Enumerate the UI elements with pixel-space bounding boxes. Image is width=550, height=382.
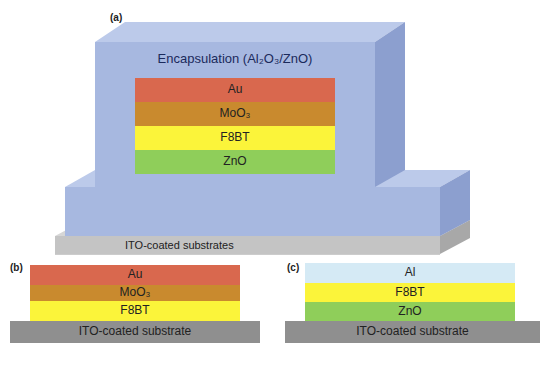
layer-label: MoO₃ <box>220 107 251 120</box>
substrate-slab: ITO-coated substrate <box>10 321 260 343</box>
layer-box: Au <box>135 78 335 102</box>
layer-box: Al <box>305 263 515 283</box>
layer-label: ITO-coated substrates <box>125 239 234 251</box>
layer-label: ZnO <box>223 155 246 168</box>
encapsulation-step-side <box>440 170 470 236</box>
encapsulation-block: Encapsulation (Al₂O₃/ZnO) AuMoO₃ F8BT ZnO <box>95 42 375 187</box>
layer-box: F8BT <box>135 126 335 150</box>
layer-label: Al <box>405 266 416 279</box>
layer-box: F8BT <box>30 301 240 321</box>
layer-label: Au <box>128 268 143 281</box>
layer-label: F8BT <box>220 131 249 144</box>
layer-box: ZnO <box>135 150 335 174</box>
layer-box: F8BT <box>305 283 515 302</box>
layer-box: MoO₃ <box>30 285 240 301</box>
layer-label: F8BT <box>120 304 149 317</box>
substrate-slab: ITO-coated substrate <box>285 321 540 343</box>
encapsulation-step-front <box>65 187 440 236</box>
layer-label: MoO₃ <box>120 286 151 299</box>
layer-label: Encapsulation (Al₂O₃/ZnO) <box>158 52 313 66</box>
layer-box: ZnO <box>305 302 515 321</box>
panel-label: (a) <box>110 12 122 23</box>
panel-label: (c) <box>287 262 299 273</box>
panel-label: (b) <box>10 262 23 273</box>
encapsulation-side-face <box>375 22 405 187</box>
layer-label: ZnO <box>398 305 421 318</box>
substrate-slab: ITO-coated substrates <box>55 236 440 254</box>
layer-box: Au <box>30 265 240 285</box>
layer-label: Au <box>228 83 243 96</box>
layer-label: ITO-coated substrate <box>79 325 192 338</box>
layer-label: ITO-coated substrate <box>356 325 469 338</box>
encapsulation-top-face <box>95 22 405 42</box>
layer-label: F8BT <box>395 286 424 299</box>
layer-box: MoO₃ <box>135 102 335 126</box>
